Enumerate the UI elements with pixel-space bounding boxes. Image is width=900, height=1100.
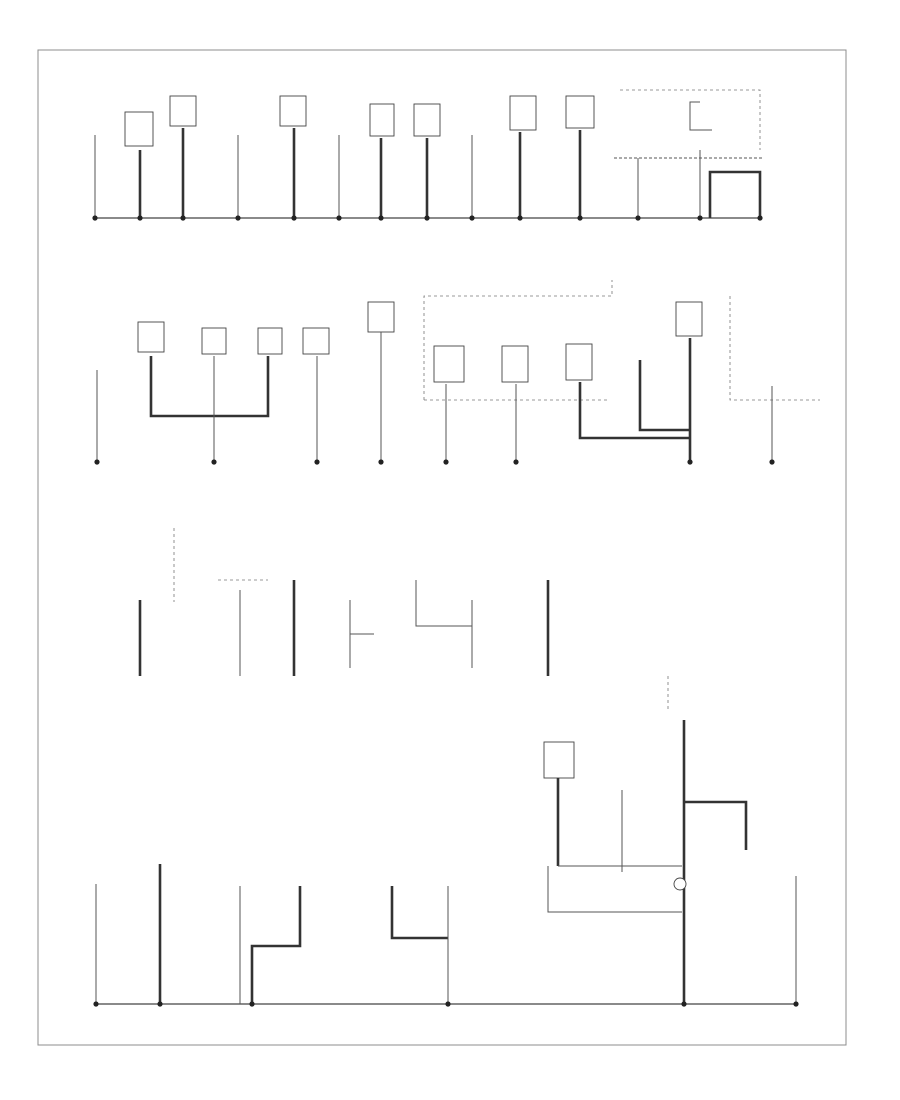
component-box xyxy=(302,327,330,355)
ground-terminal-symbol xyxy=(673,877,687,891)
component-box xyxy=(509,95,537,131)
component-box xyxy=(501,345,529,383)
row-3 xyxy=(138,528,550,676)
diagram-frame xyxy=(37,49,847,1046)
component-box xyxy=(367,301,395,333)
row-2 xyxy=(94,280,820,465)
component-box xyxy=(543,741,575,779)
component-box xyxy=(565,343,593,381)
component-box xyxy=(413,103,441,137)
component-box xyxy=(279,95,307,127)
component-box xyxy=(565,95,595,129)
component-box xyxy=(257,327,283,355)
component-box xyxy=(137,321,165,353)
component-box xyxy=(169,95,197,127)
row-1 xyxy=(92,89,763,221)
component-box xyxy=(124,111,154,147)
component-box xyxy=(433,345,465,383)
ground-connection-dots xyxy=(92,215,763,221)
component-box xyxy=(369,103,395,137)
ground-connection-dots xyxy=(93,1001,799,1007)
component-box xyxy=(201,327,227,355)
row-4 xyxy=(93,676,799,1007)
component-box xyxy=(675,301,703,337)
